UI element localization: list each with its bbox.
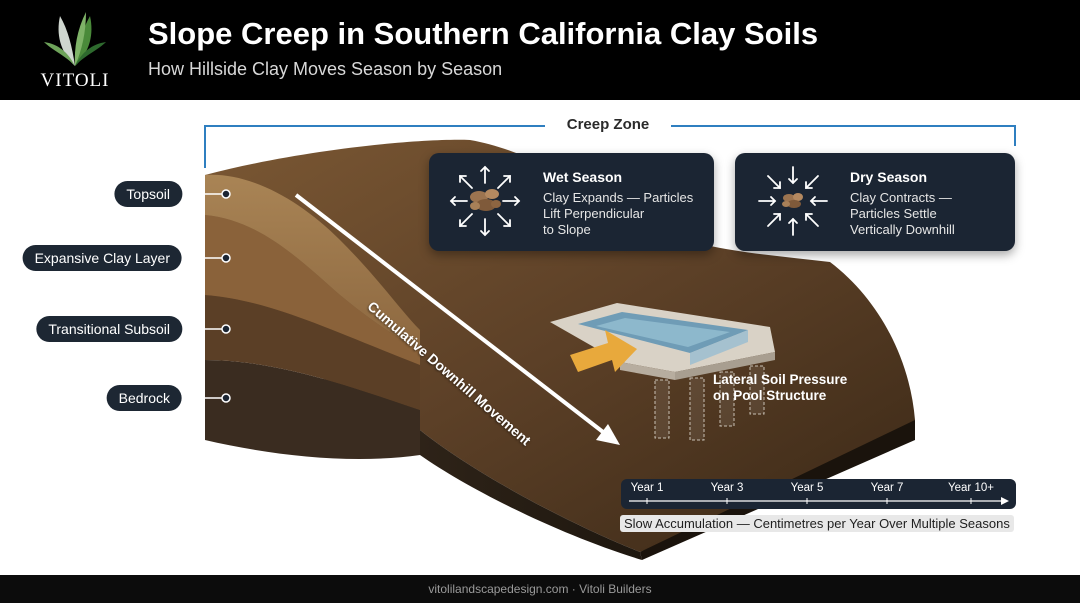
timeline-bar: Year 1 Year 3 Year 5 Year 7 Year 10+: [621, 479, 1016, 509]
footer: vitolilandscapedesign.com · Vitoli Build…: [0, 575, 1080, 603]
wet-season-title: Wet Season: [543, 169, 623, 185]
dry-season-line-2: Particles Settle: [850, 206, 937, 221]
pool-pressure-line-2: on Pool Structure: [713, 388, 827, 403]
subsoil-layer: [205, 295, 420, 410]
topsoil-layer: [205, 174, 420, 350]
timeline-year-1: Year 1: [630, 482, 664, 494]
vitoli-logo: VITOLI: [30, 8, 120, 94]
soil-cross-section: [205, 174, 420, 460]
clay-layer: [205, 215, 420, 365]
dry-season-title: Dry Season: [850, 169, 928, 185]
timeline-year-3: Year 3: [710, 482, 744, 494]
page-subtitle: How Hillside Clay Moves Season by Season: [148, 59, 503, 79]
dry-season-card: Dry Season Clay Contracts — Particles Se…: [735, 153, 1015, 251]
layer-label-clay: Expansive Clay Layer: [22, 245, 182, 271]
dry-season-line-3: Vertically Downhill: [850, 222, 955, 237]
logo-text: VITOLI: [40, 70, 110, 91]
timeline-year-5: Year 5: [790, 482, 824, 494]
pool-structure: [550, 303, 775, 441]
ground-surface: [205, 139, 915, 552]
downhill-arrow: [294, 193, 620, 445]
dry-season-line-1: Clay Contracts —: [850, 190, 952, 205]
timeline-caption: Slow Accumulation — Centimetres per Year…: [620, 515, 1014, 532]
expanding-particles-icon: [449, 165, 521, 237]
wet-season-line-1: Clay Expands — Particles: [543, 190, 694, 205]
header-bar: VITOLI Slope Creep in Southern Californi…: [0, 0, 1080, 100]
wet-season-card: Wet Season Clay Expands — Particles Lift…: [429, 153, 714, 251]
layer-label-subsoil: Transitional Subsoil: [36, 316, 182, 342]
timeline-year-7: Year 7: [870, 482, 904, 494]
page-title: Slope Creep in Southern California Clay …: [148, 16, 819, 51]
contracting-particles-icon: [758, 166, 828, 236]
timeline-axis: [629, 497, 1009, 505]
wet-season-line-3: to Slope: [543, 222, 591, 237]
leaf-logo-icon: [44, 12, 106, 66]
pool-pressure-line-1: Lateral Soil Pressure: [713, 372, 848, 387]
creep-zone-bracket: [204, 125, 1016, 168]
pressure-arrow: [570, 330, 637, 372]
wet-season-line-2: Lift Perpendicular: [543, 206, 645, 221]
layer-label-bedrock: Bedrock: [106, 385, 182, 411]
timeline-year-10: Year 10+: [948, 482, 994, 494]
bedrock-layer: [205, 360, 420, 460]
creep-zone-label: Creep Zone: [548, 116, 668, 133]
pool-pressure-label: Lateral Soil Pressure on Pool Structure: [713, 372, 847, 404]
layer-label-topsoil: Topsoil: [114, 181, 182, 207]
